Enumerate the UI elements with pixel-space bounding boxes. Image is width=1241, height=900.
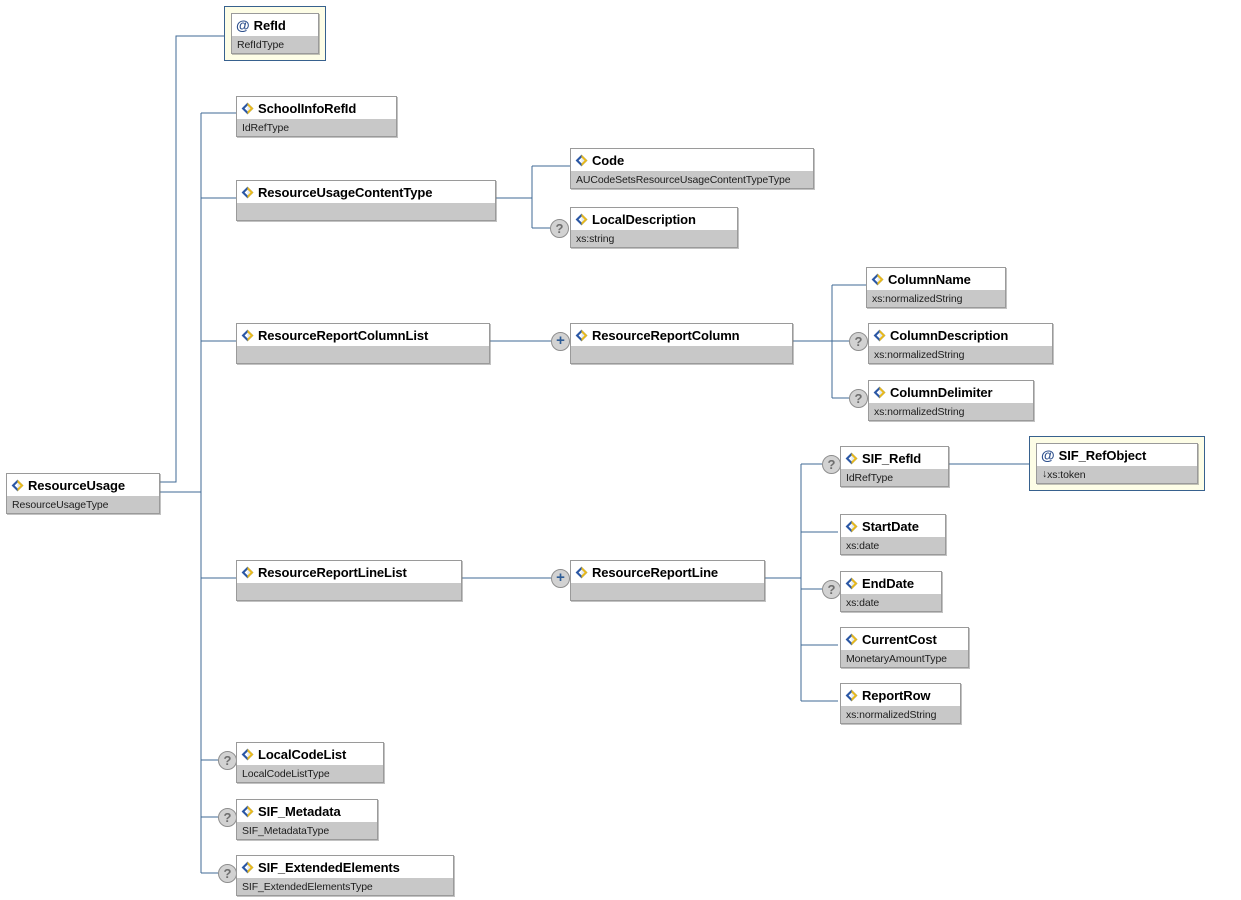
element-diamond-icon [845,520,858,533]
node-type: xs:date [846,596,880,609]
node-label: ColumnName [888,271,971,287]
node-ref-id[interactable]: @ RefId RefIdType [224,6,326,61]
node-type: RefIdType [237,38,284,51]
node-column-name[interactable]: ColumnName xs:normalizedString [866,267,1006,308]
node-label: SIF_RefId [862,450,922,466]
node-end-date[interactable]: EndDate xs:date [840,571,942,612]
node-label: Code [592,152,625,168]
type-restriction-arrow-icon: ↓ [1042,468,1048,480]
element-diamond-icon [871,273,884,286]
node-type: SIF_ExtendedElementsType [242,880,373,893]
node-label: ResourceUsageContentType [258,184,433,200]
node-type: xs:normalizedString [874,405,965,418]
node-resource-usage-content-type[interactable]: ResourceUsageContentType [236,180,496,221]
node-label: ResourceUsage [28,477,125,493]
node-type: IdRefType [846,471,893,484]
occurrence-marker-optional: ? [550,219,569,238]
node-local-code-list[interactable]: LocalCodeList LocalCodeListType [236,742,384,783]
element-diamond-icon [241,186,254,199]
element-diamond-icon [845,452,858,465]
at-sign-icon: @ [1041,446,1055,463]
node-resource-usage[interactable]: ResourceUsage ResourceUsageType [6,473,160,514]
node-type: xs:normalizedString [872,292,963,305]
node-type: xs:date [846,539,880,552]
element-diamond-icon [845,633,858,646]
node-type: MonetaryAmountType [846,652,947,665]
node-resource-report-line-list[interactable]: ResourceReportLineList [236,560,462,601]
occurrence-marker-optional: ? [218,808,237,827]
node-type: xs:normalizedString [846,708,937,721]
node-resource-report-line[interactable]: ResourceReportLine [570,560,765,601]
occurrence-marker-optional: ? [822,455,841,474]
node-type: SIF_MetadataType [242,824,330,837]
node-label: SIF_ExtendedElements [258,859,400,875]
node-sif-extended-elements[interactable]: SIF_ExtendedElements SIF_ExtendedElement… [236,855,454,896]
at-sign-icon: @ [236,16,250,33]
node-label: ResourceReportLine [592,564,719,580]
node-label: ColumnDelimiter [890,384,993,400]
node-school-info-ref-id[interactable]: SchoolInfoRefId IdRefType [236,96,397,137]
node-sif-ref-object[interactable]: @ SIF_RefObject ↓ xs:token [1029,436,1205,491]
occurrence-marker-optional: ? [849,332,868,351]
occurrence-marker-optional: ? [822,580,841,599]
node-label: LocalCodeList [258,746,347,762]
element-diamond-icon [11,479,24,492]
node-code[interactable]: Code AUCodeSetsResourceUsageContentTypeT… [570,148,814,189]
node-sif-ref-id[interactable]: SIF_RefId IdRefType [840,446,949,487]
element-diamond-icon [241,748,254,761]
node-label: ResourceReportLineList [258,564,407,580]
node-report-row[interactable]: ReportRow xs:normalizedString [840,683,961,724]
node-start-date[interactable]: StartDate xs:date [840,514,946,555]
node-type: xs:string [576,232,615,245]
node-label: SIF_Metadata [258,803,341,819]
node-label: ResourceReportColumn [592,327,740,343]
node-type: ResourceUsageType [12,498,109,511]
node-resource-report-column-list[interactable]: ResourceReportColumnList [236,323,490,364]
node-current-cost[interactable]: CurrentCost MonetaryAmountType [840,627,969,668]
occurrence-marker-optional: ? [849,389,868,408]
node-label: CurrentCost [862,631,937,647]
node-sif-metadata[interactable]: SIF_Metadata SIF_MetadataType [236,799,378,840]
element-diamond-icon [575,213,588,226]
node-local-description[interactable]: LocalDescription xs:string [570,207,738,248]
element-diamond-icon [241,566,254,579]
node-label: RefId [253,17,286,33]
element-diamond-icon [873,329,886,342]
node-label: LocalDescription [592,211,696,227]
node-type: LocalCodeListType [242,767,330,780]
node-label: ResourceReportColumnList [258,327,429,343]
node-type: xs:token [1047,468,1086,481]
element-diamond-icon [241,102,254,115]
occurrence-marker-repeating: + [551,332,570,351]
node-column-delimiter[interactable]: ColumnDelimiter xs:normalizedString [868,380,1034,421]
node-label: ColumnDescription [890,327,1009,343]
element-diamond-icon [241,861,254,874]
element-diamond-icon [845,577,858,590]
element-diamond-icon [241,329,254,342]
occurrence-marker-repeating: + [551,569,570,588]
node-type: IdRefType [242,121,289,134]
node-column-description[interactable]: ColumnDescription xs:normalizedString [868,323,1053,364]
element-diamond-icon [575,566,588,579]
element-diamond-icon [575,329,588,342]
occurrence-marker-optional: ? [218,864,237,883]
node-type: xs:normalizedString [874,348,965,361]
node-label: ReportRow [862,687,931,703]
node-type: AUCodeSetsResourceUsageContentTypeType [576,173,791,186]
node-label: StartDate [862,518,919,534]
node-label: SIF_RefObject [1058,447,1147,463]
element-diamond-icon [845,689,858,702]
node-resource-report-column[interactable]: ResourceReportColumn [570,323,793,364]
occurrence-marker-optional: ? [218,751,237,770]
element-diamond-icon [873,386,886,399]
element-diamond-icon [575,154,588,167]
node-label: EndDate [862,575,915,591]
node-label: SchoolInfoRefId [258,100,357,116]
element-diamond-icon [241,805,254,818]
